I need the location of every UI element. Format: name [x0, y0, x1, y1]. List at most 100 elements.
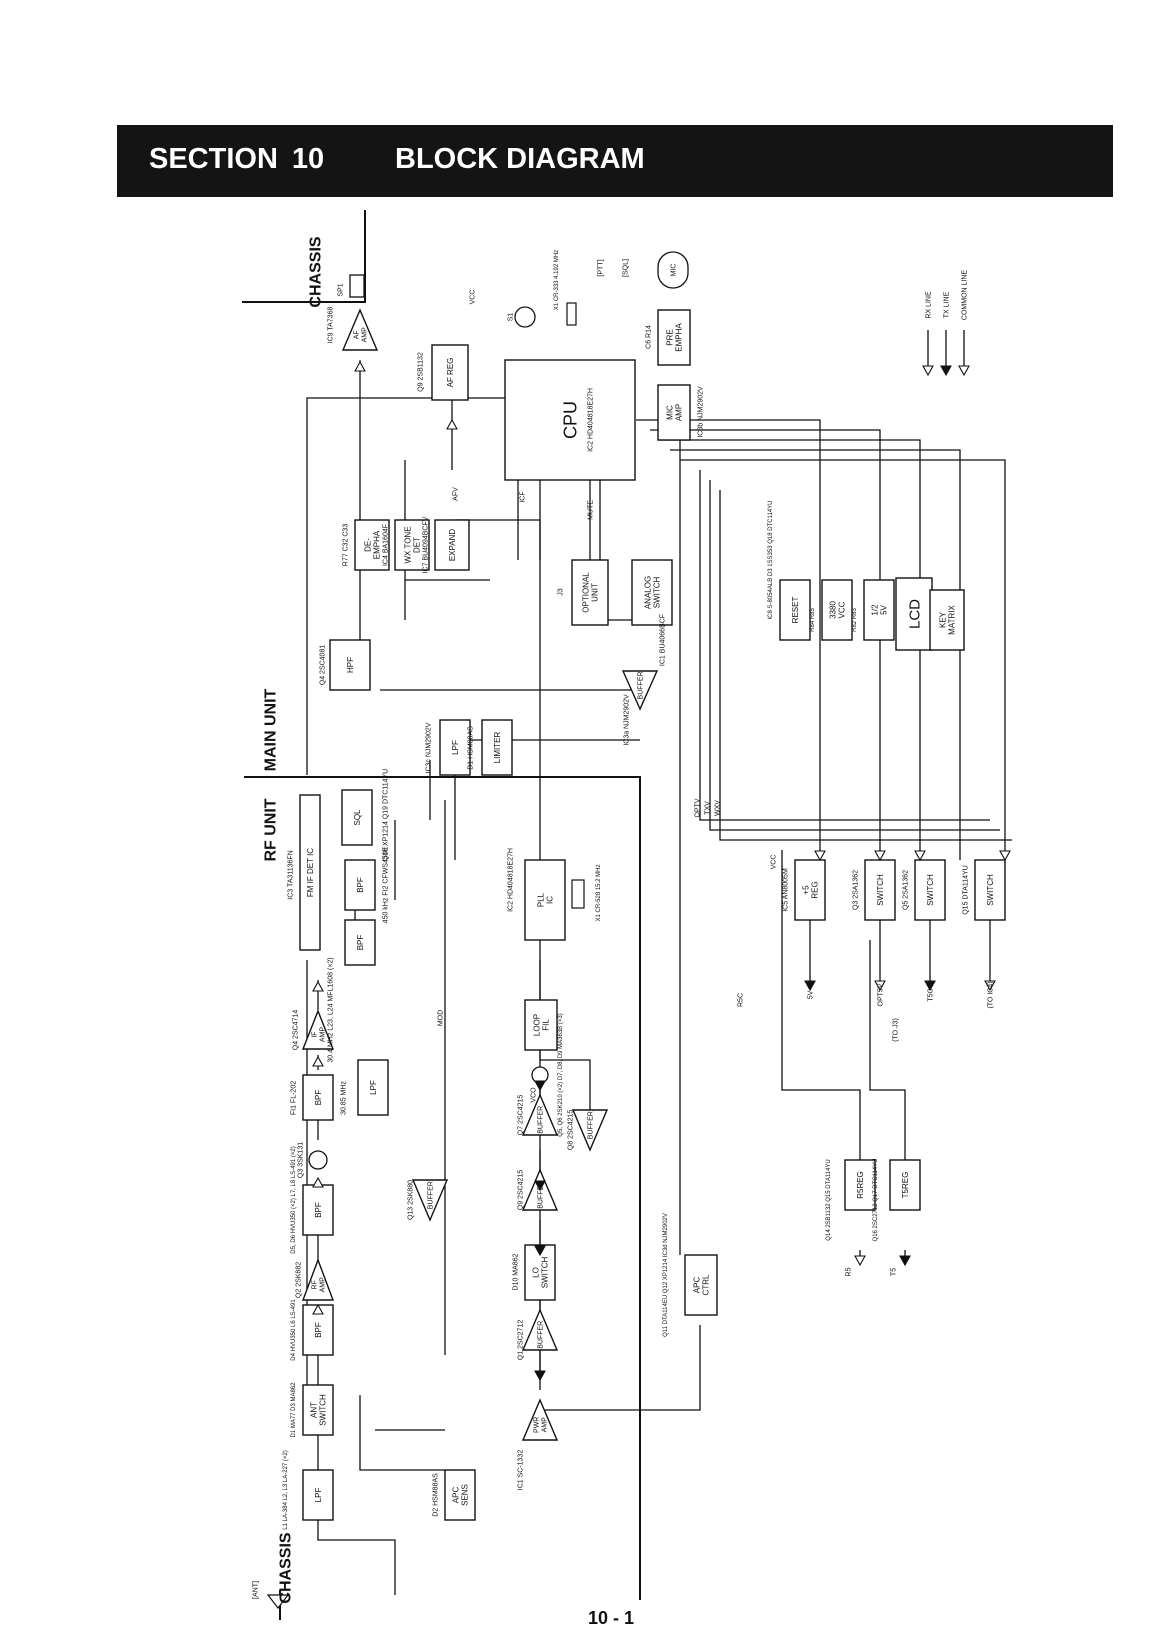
output-opt5v: OPT5V — [877, 983, 884, 1006]
switch-s1 — [514, 306, 536, 328]
svg-text:IC7 BU4094BCFV: IC7 BU4094BCFV — [422, 516, 429, 573]
signal-wxv: WXV — [714, 800, 721, 816]
svg-text:OPTIONAL: OPTIONAL — [581, 572, 590, 613]
pre-empha-block — [657, 309, 691, 366]
svg-text:X1 CR-528 15.2 MHz: X1 CR-528 15.2 MHz — [596, 864, 602, 921]
bpf-450-block-label: BPF — [356, 877, 365, 893]
switch-q15-block-label: SWITCH — [986, 874, 995, 906]
speaker-label: SP1 — [337, 283, 344, 296]
svg-text:OPT5V: OPT5V — [877, 983, 884, 1006]
svg-text:(TO J3): (TO J3) — [892, 1018, 899, 1042]
svg-text:LPF: LPF — [451, 740, 460, 755]
chassis-boundary-top — [242, 210, 366, 303]
expand-ref: IC7 BU4094BCFV — [422, 516, 429, 573]
buffer-q9-ref: Q9 2SC4215 — [517, 1170, 524, 1211]
rx-arrow — [312, 1176, 324, 1188]
ptt-switch-label: [PTT] — [597, 259, 604, 276]
output-arrow — [874, 980, 886, 992]
svg-text:MOD: MOD — [437, 1010, 444, 1026]
svg-text:BPF: BPF — [314, 1202, 323, 1218]
legend-rx-arrow — [922, 365, 934, 377]
svg-text:T5C: T5C — [927, 988, 934, 1001]
switch-q15-ref: Q15 DTA114YU — [962, 865, 969, 915]
svg-text:R82 R83: R82 R83 — [852, 608, 858, 632]
svg-text:D1 HSM88AS: D1 HSM88AS — [467, 726, 474, 770]
svg-text:AF: AF — [353, 330, 360, 339]
svg-text:CTRL: CTRL — [701, 1274, 710, 1295]
svg-text:MATRIX: MATRIX — [947, 605, 956, 635]
signal-vco: VCO — [530, 1087, 537, 1103]
signal-txv: TXV — [704, 801, 711, 815]
svg-text:REG: REG — [810, 881, 819, 898]
switch-q3-ref: Q3 2SA1362 — [852, 870, 859, 910]
cpu-block-label: CPU — [560, 401, 580, 439]
mic-amp-block — [657, 384, 691, 441]
legend-rx-line: RX LINE — [925, 291, 932, 319]
svg-text:ANT: ANT — [309, 1402, 318, 1418]
svg-text:PLL: PLL — [536, 892, 545, 907]
svg-text:Q3 2SA1362: Q3 2SA1362 — [852, 870, 859, 910]
svg-text:EXPAND: EXPAND — [448, 529, 457, 562]
bpf-fi1-freq: 30.85 MHz — [340, 1081, 347, 1115]
vcc-reg-block — [821, 579, 853, 641]
svg-text:VCC: VCC — [469, 290, 476, 305]
svg-text:OPTV: OPTV — [694, 798, 701, 817]
svg-text:ANALOG: ANALOG — [643, 576, 652, 609]
svg-text:Q7 2SC4215: Q7 2SC4215 — [517, 1095, 524, 1136]
crystal-pll — [571, 879, 585, 909]
svg-text:Q16 2SC2712 Q17 DTC114YU: Q16 2SC2712 Q17 DTC114YU — [873, 1159, 879, 1242]
half-5v-ref: R82 R83 — [852, 608, 858, 632]
svg-text:BPF: BPF — [356, 877, 365, 893]
svg-text:CPU: CPU — [560, 401, 580, 439]
svg-text:BPF: BPF — [314, 1090, 323, 1106]
svg-text:Q5 2SA1362: Q5 2SA1362 — [902, 870, 909, 910]
lpf-ant-ref: L1 LA-384 L2, L3 LA-227 (×2) — [283, 1450, 289, 1530]
svg-text:Q8 2SC4215: Q8 2SC4215 — [567, 1110, 574, 1151]
output-t5: T5 — [890, 1268, 897, 1276]
lcd-block — [895, 577, 933, 651]
bpf-rf2-ref: D5, D6 HVU350 (×2) L7, L8 LS-491 (×2) — [291, 1146, 297, 1253]
expand-block — [434, 519, 470, 571]
output-arrow — [804, 980, 816, 992]
svg-text:IC3c NJM2902V: IC3c NJM2902V — [425, 722, 432, 773]
buffer-q8 — [571, 1109, 609, 1152]
limiter-block-label: LIMITER — [493, 732, 502, 764]
reg-5v-ref: IC5 AN8005M — [782, 868, 789, 912]
bpf-if2-ref: 30.4 MHz L23, L24 MFL1608 (×2) — [327, 957, 334, 1062]
svg-text:Q15 DTA114YU: Q15 DTA114YU — [962, 865, 969, 915]
switch-q3-block — [864, 859, 896, 921]
svg-text:SWITCH: SWITCH — [540, 1257, 549, 1289]
signal-mod: MOD — [437, 1010, 444, 1026]
lcd-block-label: LCD — [906, 599, 923, 629]
svg-text:30.4 MHz L23, L24 MFL1608 (×2): 30.4 MHz L23, L24 MFL1608 (×2) — [327, 957, 334, 1062]
region-chassis-top: CHASSIS — [308, 236, 325, 307]
svg-text:BUFFER: BUFFER — [537, 1181, 544, 1209]
sql-switch-label: [SQL] — [622, 259, 629, 277]
svg-text:VCC: VCC — [770, 855, 777, 870]
svg-text:AMP: AMP — [541, 1417, 548, 1433]
buffer-q7-label: BUFFER — [537, 1106, 544, 1134]
if-amp-ref: Q4 2SC4714 — [292, 1010, 299, 1051]
svg-text:SWITCH: SWITCH — [986, 874, 995, 906]
rf-amp — [301, 1258, 335, 1301]
svg-text:T5: T5 — [890, 1268, 897, 1276]
reset-block — [779, 579, 811, 641]
cpu-ref: IC2 HD404818E27H — [587, 388, 594, 452]
switch-q5-block-label: SWITCH — [926, 874, 935, 906]
common-arrow — [914, 850, 926, 862]
crystal-cpu-ref: X1 CR-333 4.192 MHz — [554, 250, 560, 310]
reset-block-label: RESET — [791, 597, 800, 624]
svg-text:COMMON LINE: COMMON LINE — [961, 270, 968, 321]
svg-text:KEY: KEY — [938, 611, 947, 628]
svg-text:AF REG: AF REG — [446, 358, 455, 388]
half-5v-block — [863, 579, 895, 641]
svg-text:D2 HSM88AS: D2 HSM88AS — [432, 1473, 439, 1517]
wx-tone-ref: IC4 BA1604F — [382, 524, 389, 566]
svg-text:APC: APC — [692, 1277, 701, 1294]
svg-text:AMP: AMP — [361, 327, 368, 343]
